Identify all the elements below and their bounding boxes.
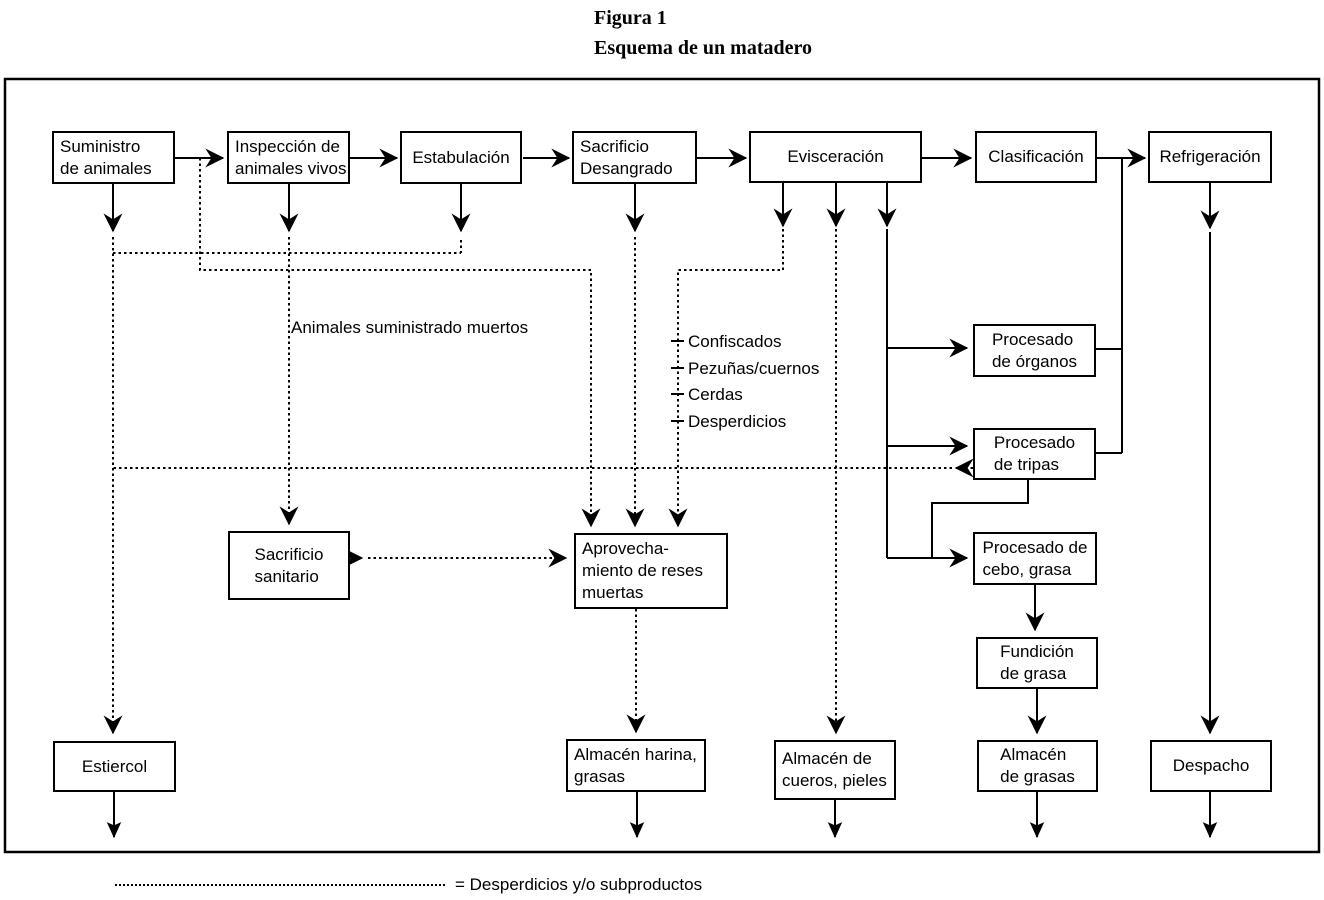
legend: = Desperdicios y/o subproductos [0, 869, 1324, 899]
byproduct-dotted-lines [103, 158, 974, 735]
node-sacrificio-desangrado: Sacrificio Desangrado [572, 131, 697, 184]
node-procesado-de-tripas: Procesado de tripas [973, 428, 1096, 480]
node-clasificacion: Clasificación [975, 131, 1097, 183]
node-evisceracion: Evisceración [749, 131, 922, 183]
node-procesado-cebo-grasa: Procesado de cebo, grasa [973, 532, 1097, 585]
figure-title: Figura 1 Esquema de un matadero [594, 3, 812, 63]
node-estabulacion: Estabulación [400, 131, 522, 184]
node-inspeccion-animales-vivos: Inspección de animales vivos [227, 131, 350, 184]
node-refrigeracion: Refrigeración [1148, 131, 1272, 183]
legend-dotted-line [115, 884, 445, 886]
figure-label: Figura 1 [594, 7, 667, 29]
node-procesado-de-organos: Procesado de órganos [973, 324, 1096, 377]
node-fundicion-de-grasa: Fundición de grasa [976, 637, 1098, 689]
node-almacen-harina-grasas: Almacén harina, grasas [566, 739, 706, 792]
diagram-border [3, 77, 1321, 854]
legend-label: = Desperdicios y/o subproductos [455, 875, 703, 894]
node-aprovechamiento-reses-muertas: Aprovecha- miento de reses muertas [574, 533, 728, 609]
node-almacen-de-grasas: Almacén de grasas [977, 740, 1098, 792]
figure-subtitle: Esquema de un matadero [594, 37, 812, 59]
solid-flow-arrows [103, 148, 1220, 839]
byproduct-list-ticks [671, 340, 684, 422]
node-despacho: Despacho [1150, 740, 1272, 792]
node-suministro-de-animales: Suministro de animales [52, 131, 175, 184]
node-sacrificio-sanitario: Sacrificio sanitario [228, 531, 350, 600]
node-estiercol: Estiercol [53, 741, 176, 792]
node-almacen-cueros-pieles: Almacén de cueros, pieles [774, 740, 896, 800]
label-animales-suministrado-muertos: Animales suministrado muertos [291, 318, 529, 337]
label-byproduct-list: Confiscados Pezuñas/cuernos Cerdas Despe… [688, 332, 820, 431]
